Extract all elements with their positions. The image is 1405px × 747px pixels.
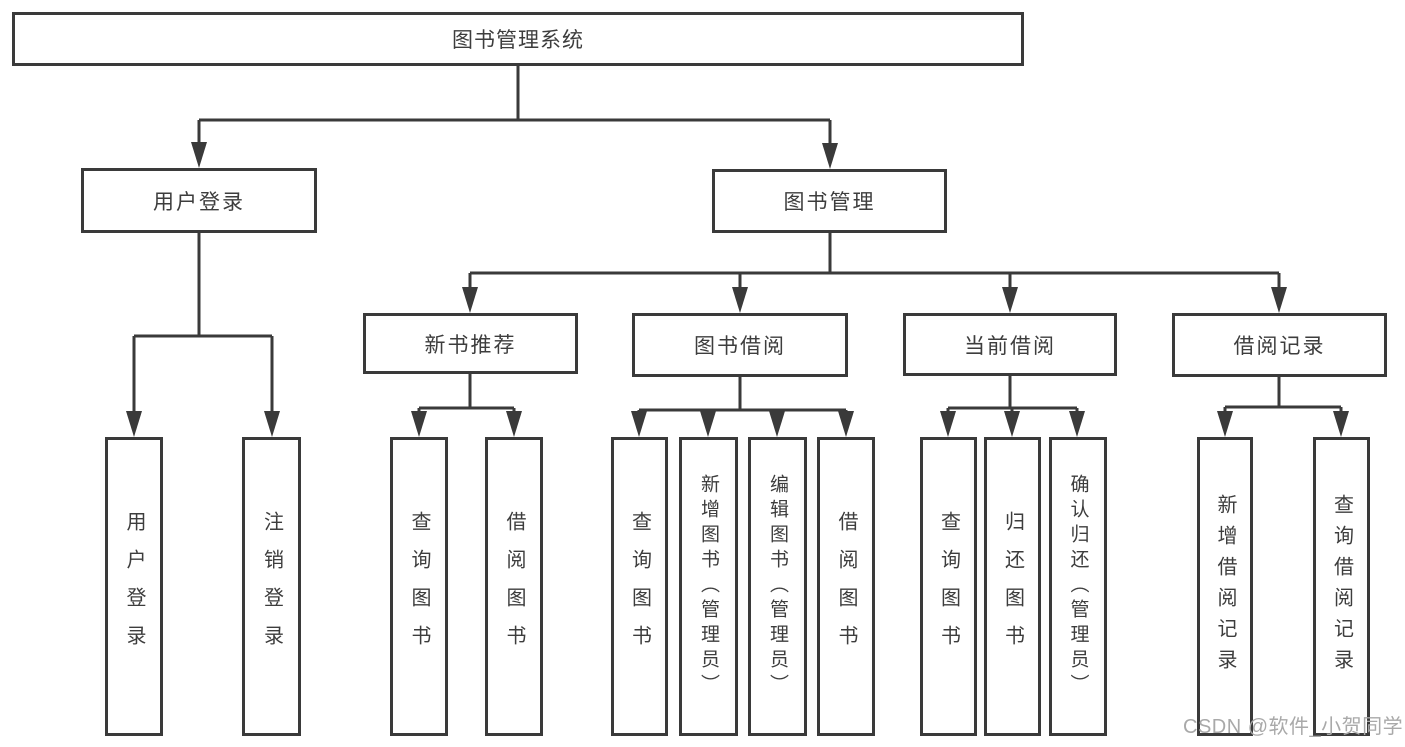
leaf-edit-book-admin: 编辑图书（管理员） <box>748 437 807 736</box>
leaf-borrow-books-borrowing-label: 借阅图书 <box>835 510 857 663</box>
arrowhead-icons <box>126 142 1349 437</box>
leaf-query-books-current: 查询图书 <box>920 437 977 736</box>
leaf-borrow-books-recommend: 借阅图书 <box>485 437 543 736</box>
node-book-management: 图书管理 <box>712 169 947 233</box>
leaf-query-books-current-label: 查询图书 <box>937 510 960 663</box>
leaf-user-login-label: 用户登录 <box>123 510 145 663</box>
leaf-logout: 注销登录 <box>242 437 301 736</box>
node-new-book-recommend: 新书推荐 <box>363 313 578 374</box>
leaf-query-books-recommend: 查询图书 <box>390 437 448 736</box>
leaf-confirm-return-admin: 确认归还（管理员） <box>1049 437 1107 736</box>
leaf-user-login: 用户登录 <box>105 437 163 736</box>
node-current-borrowing: 当前借阅 <box>903 313 1117 376</box>
leaf-return-books-label: 归还图书 <box>1001 510 1024 663</box>
leaf-add-borrow-record: 新增借阅记录 <box>1197 437 1253 736</box>
leaf-add-book-admin: 新增图书（管理员） <box>679 437 738 736</box>
leaf-add-borrow-record-label: 新增借阅记录 <box>1214 493 1236 680</box>
node-book-borrowing: 图书借阅 <box>632 313 848 377</box>
leaf-confirm-return-admin-label: 确认归还（管理员） <box>1067 474 1089 699</box>
leaf-edit-book-admin-label: 编辑图书（管理员） <box>767 474 788 699</box>
leaf-query-borrow-record: 查询借阅记录 <box>1313 437 1370 736</box>
leaf-query-books-borrowing: 查询图书 <box>611 437 668 736</box>
leaf-borrow-books-recommend-label: 借阅图书 <box>503 510 525 663</box>
leaf-return-books: 归还图书 <box>984 437 1041 736</box>
node-root: 图书管理系统 <box>12 12 1024 66</box>
node-user-login: 用户登录 <box>81 168 317 233</box>
csdn-watermark: CSDN @软件_小贺同学 <box>1183 716 1404 738</box>
leaf-add-book-admin-label: 新增图书（管理员） <box>698 474 719 699</box>
leaf-borrow-books-borrowing: 借阅图书 <box>817 437 875 736</box>
node-borrow-records: 借阅记录 <box>1172 313 1387 377</box>
leaf-logout-label: 注销登录 <box>260 510 283 663</box>
leaf-query-borrow-record-label: 查询借阅记录 <box>1330 493 1353 680</box>
leaf-query-books-borrowing-label: 查询图书 <box>628 510 651 663</box>
leaf-query-books-recommend-label: 查询图书 <box>408 510 430 663</box>
connector-lines <box>132 66 1343 415</box>
